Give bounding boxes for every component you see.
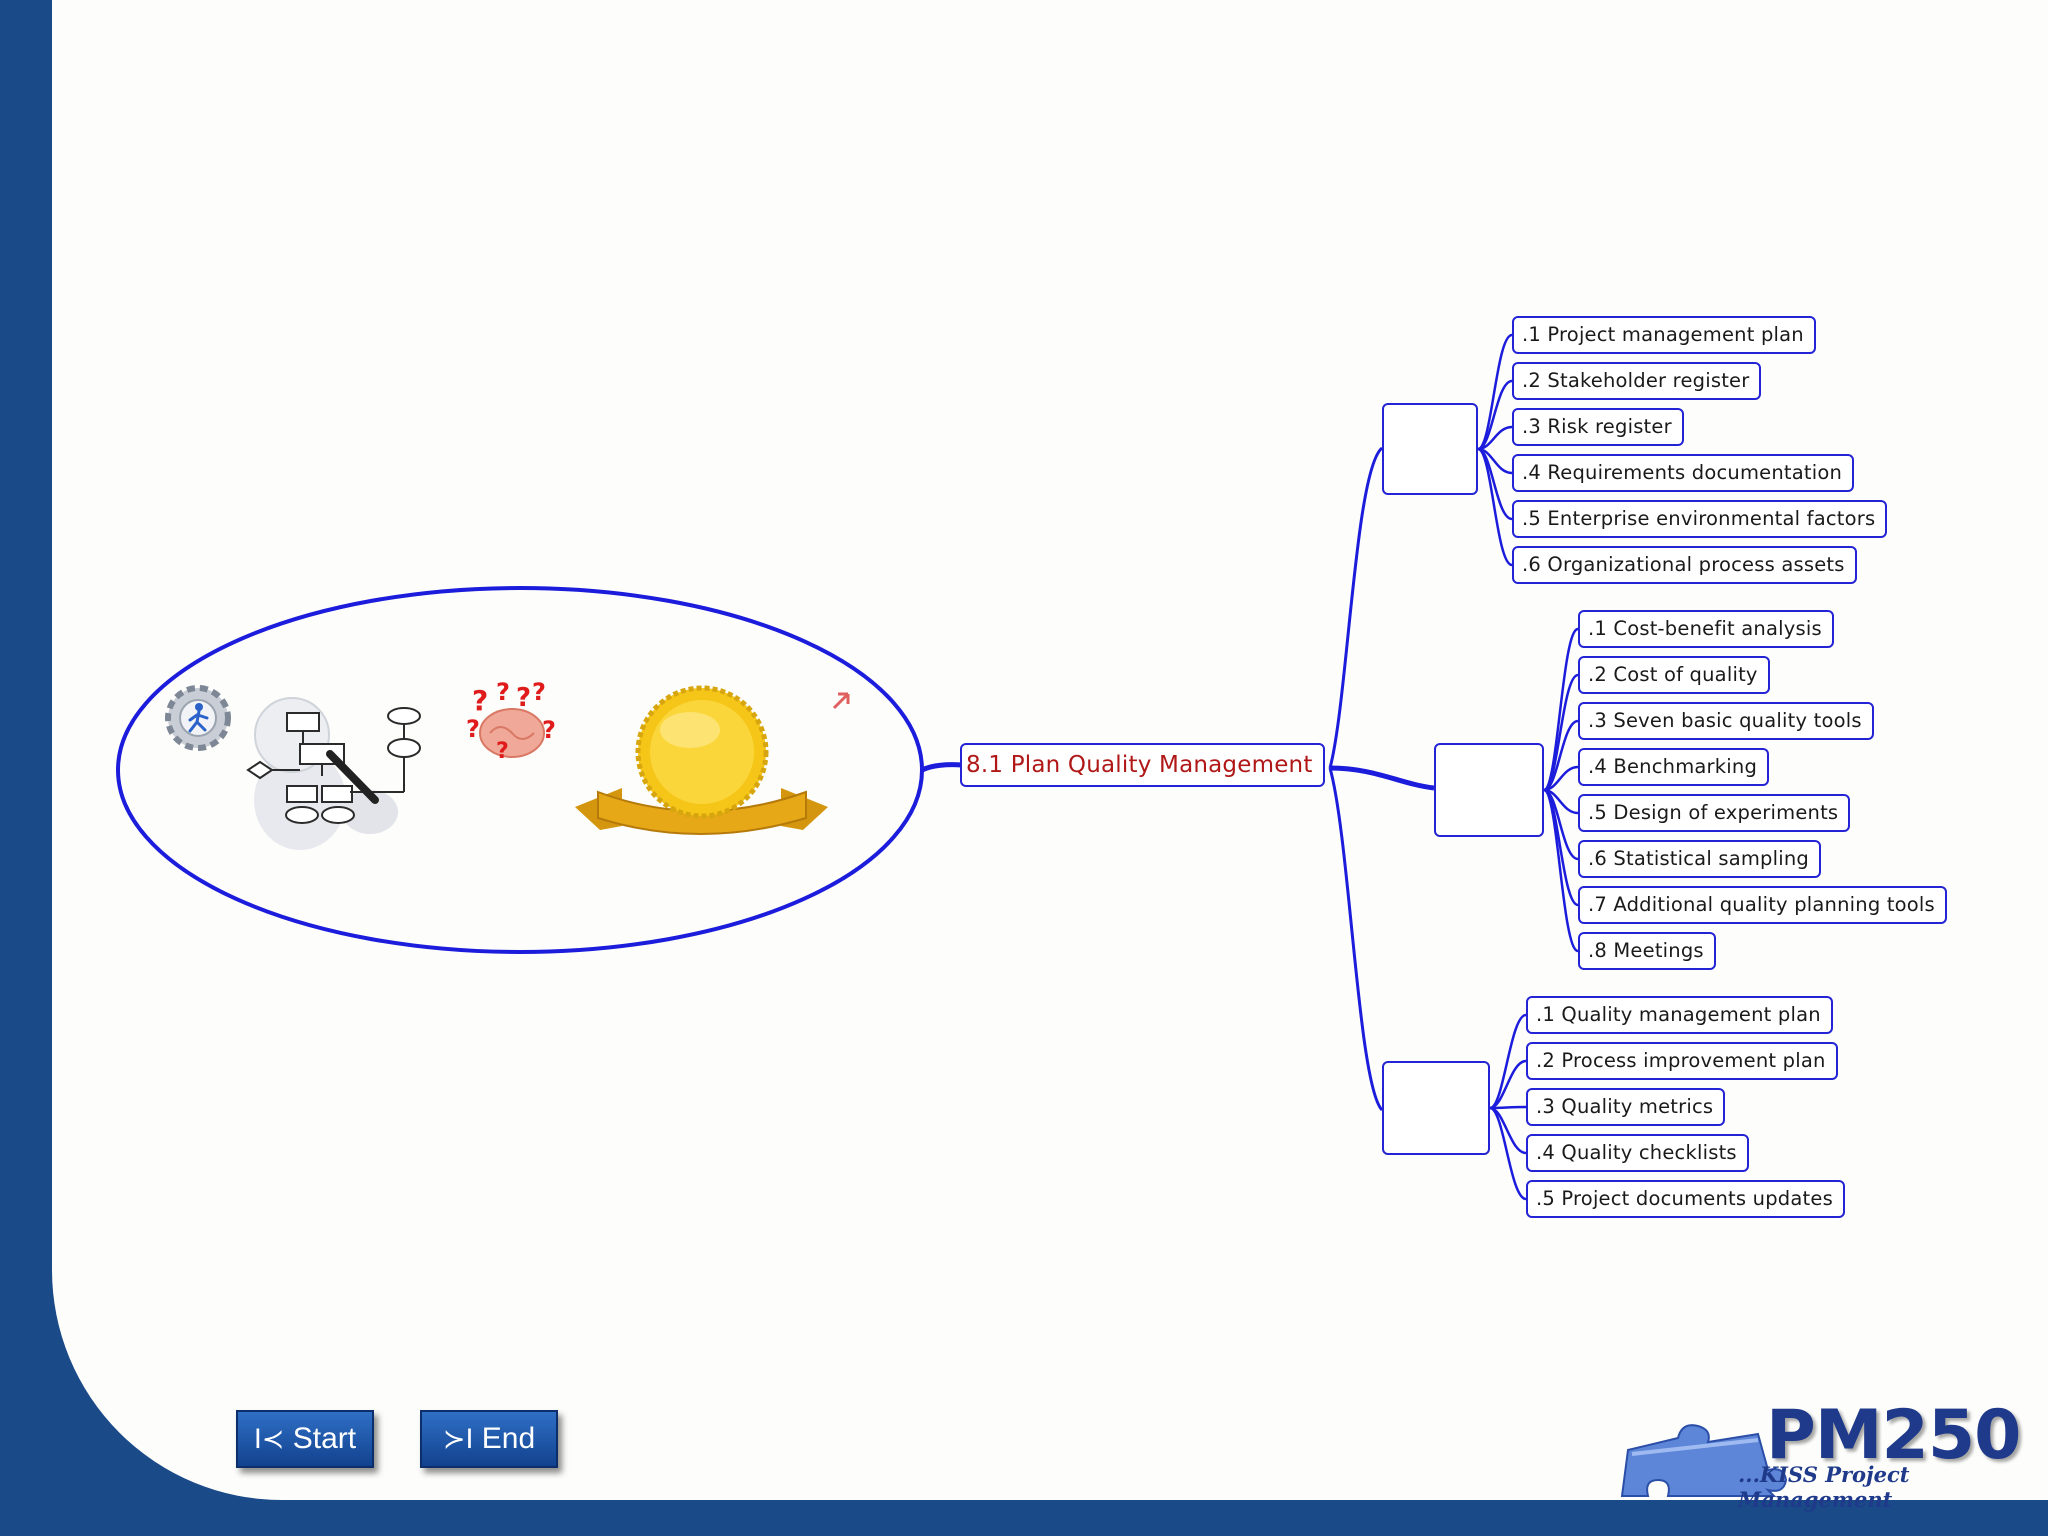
first-page-icon: I≺ — [253, 1424, 285, 1455]
ellipse-connector — [920, 762, 963, 773]
tools-node[interactable]: .7 Additional quality planning tools — [1578, 886, 1947, 924]
outputs-connector — [1489, 1013, 1527, 1110]
flowchart-person-icon — [246, 697, 421, 850]
inputs-node[interactable]: .6 Organizational process assets — [1512, 546, 1857, 584]
tools-node[interactable]: .4 Benchmarking — [1578, 748, 1770, 786]
tools-node[interactable]: .3 Seven basic quality tools — [1578, 702, 1874, 740]
outputs-connector — [1489, 1105, 1527, 1110]
logo-tagline: ...KISS Project Management — [1738, 1462, 1910, 1512]
outputs-node[interactable]: .2 Process improvement plan — [1526, 1042, 1838, 1080]
outputs-icon-box — [1382, 1061, 1490, 1155]
svg-text:?: ? — [532, 678, 546, 706]
tools-node[interactable]: .1 Cost-benefit analysis — [1578, 610, 1834, 648]
inputs-node[interactable]: .3 Risk register — [1512, 408, 1684, 446]
image-ellipse — [116, 586, 924, 954]
inputs-fan — [1477, 333, 1513, 567]
outputs-node[interactable]: .3 Quality metrics — [1526, 1088, 1726, 1126]
outputs-connector — [1489, 1106, 1527, 1201]
inputs-node[interactable]: .1 Project management plan — [1512, 316, 1816, 354]
tools-connector — [1543, 788, 1579, 907]
svg-text:?: ? — [516, 683, 531, 713]
inputs-connector — [1477, 447, 1513, 567]
tools-node[interactable]: .8 Meetings — [1578, 932, 1716, 970]
tools-connector — [1542, 788, 1579, 953]
svg-text:?: ? — [496, 678, 510, 706]
puzzle-piece-icon — [1620, 1424, 1788, 1497]
end-button[interactable]: ≻I End — [420, 1410, 558, 1468]
tools-node[interactable]: .6 Statistical sampling — [1578, 840, 1822, 878]
end-button-label: End — [481, 1422, 536, 1455]
gear-runner-icon — [165, 685, 231, 751]
svg-text:?: ? — [542, 716, 556, 744]
outputs-node[interactable]: .5 Project documents updates — [1526, 1180, 1845, 1218]
inputs-node[interactable]: .5 Enterprise environmental factors — [1512, 500, 1888, 538]
svg-text:?: ? — [472, 684, 488, 717]
tools-connector — [1543, 673, 1579, 792]
question-brain-icon: ? ? ? ? ? ? ? — [466, 678, 556, 764]
logo-wordmark: PM250 — [1766, 1396, 2021, 1475]
outputs-fan — [1489, 1013, 1527, 1201]
inputs-node[interactable]: .2 Stakeholder register — [1512, 362, 1762, 400]
tools-icon-box — [1434, 743, 1544, 837]
outputs-node[interactable]: .4 Quality checklists — [1526, 1134, 1749, 1172]
inputs-node[interactable]: .4 Requirements documentation — [1512, 454, 1855, 492]
gold-medal-icon — [575, 685, 828, 835]
svg-text:?: ? — [466, 715, 480, 743]
tools-node[interactable]: .5 Design of experiments — [1578, 794, 1851, 832]
outputs-connector — [1489, 1059, 1527, 1110]
central-node[interactable]: 8.1 Plan Quality Management — [960, 743, 1325, 787]
start-button[interactable]: I≺ Start — [236, 1410, 374, 1468]
arrow-icon — [832, 692, 850, 710]
tools-node[interactable]: .2 Cost of quality — [1578, 656, 1770, 694]
inputs-icon-box — [1382, 403, 1478, 495]
tools-connector — [1542, 627, 1579, 792]
last-page-icon: ≻I — [442, 1424, 474, 1455]
inputs-connector — [1477, 333, 1513, 451]
start-button-label: Start — [292, 1422, 357, 1455]
svg-text:?: ? — [496, 739, 509, 764]
tools-fan — [1542, 627, 1579, 953]
outputs-node[interactable]: .1 Quality management plan — [1526, 996, 1833, 1034]
